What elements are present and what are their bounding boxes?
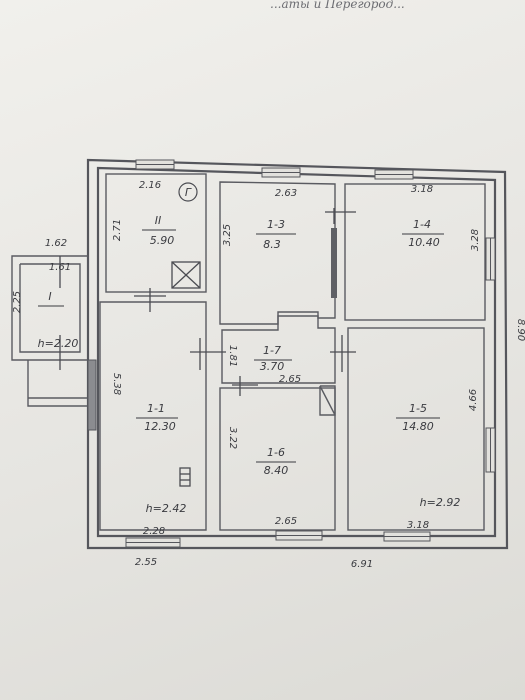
height-i: h=2.20 [38, 337, 79, 350]
dim-1-7-bottom: 2.65 [279, 374, 301, 385]
dim-1-5-bottom: 3.18 [407, 520, 429, 531]
room-area-1-1: 12.30 [144, 420, 176, 433]
windows [87, 159, 496, 548]
room-area-1-3: 8.3 [263, 238, 281, 251]
dim-annex-inner: 1.61 [49, 262, 71, 273]
room-area-1-5: 14.80 [402, 420, 434, 433]
dim-annex-top: 1.62 [45, 238, 67, 249]
dim-overall-width: 6.91 [351, 559, 373, 570]
height-1-5: h=2.92 [420, 496, 461, 509]
dim-1-7-side: 1.81 [227, 345, 238, 367]
stove-label: Г [185, 186, 192, 199]
room-label-ii: II [155, 214, 162, 227]
dim-1-3-top: 2.63 [275, 188, 297, 199]
room-label-1-6: 1-6 [267, 446, 285, 459]
room-area-1-4: 10.40 [408, 236, 440, 249]
dim-outer-bottom-left: 2.55 [135, 557, 157, 568]
room-outlines [99, 173, 486, 531]
room-label-1-4: 1-4 [413, 218, 431, 231]
dim-ii-side: 2.71 [112, 219, 123, 241]
dim-1-4-side: 3.28 [470, 229, 481, 251]
dim-1-6-bottom: 2.65 [275, 516, 297, 527]
room-label-1-3: 1-3 [267, 218, 285, 231]
dim-1-1-bottom: 2.28 [143, 526, 165, 537]
room-area-1-7: 3.70 [260, 360, 285, 373]
dim-1-5-side: 4.66 [468, 389, 479, 411]
dim-1-4-top: 3.18 [411, 184, 433, 195]
dim-ii-top: 2.16 [139, 180, 161, 191]
header-note: ...аты и Перегород... [270, 0, 405, 11]
room-label-1-7: 1-7 [263, 344, 281, 357]
room-area-ii: 5.90 [150, 234, 175, 247]
room-labels: II 5.90 1-3 8.3 1-4 10.40 1-7 3.70 1-1 1… [38, 186, 461, 515]
dim-overall-depth: 8.90 [515, 319, 525, 341]
dim-annex-side: 2.25 [12, 291, 23, 313]
dim-1-3-side: 3.25 [222, 224, 233, 246]
dimension-labels: 2.16 2.71 2.63 3.25 3.18 3.28 5.38 1.81 … [12, 180, 525, 570]
door-marks [59, 182, 356, 487]
annex-porch [11, 255, 89, 407]
room-label-1-5: 1-5 [409, 402, 427, 415]
room-label-1-1: 1-1 [147, 402, 165, 415]
dim-1-1-side: 5.38 [111, 373, 122, 395]
room-area-1-6: 8.40 [264, 464, 289, 477]
dim-1-6-side: 3.22 [227, 427, 238, 449]
height-1-1: h=2.42 [146, 502, 187, 515]
room-label-i: I [48, 290, 51, 303]
outer-walls [86, 158, 509, 550]
